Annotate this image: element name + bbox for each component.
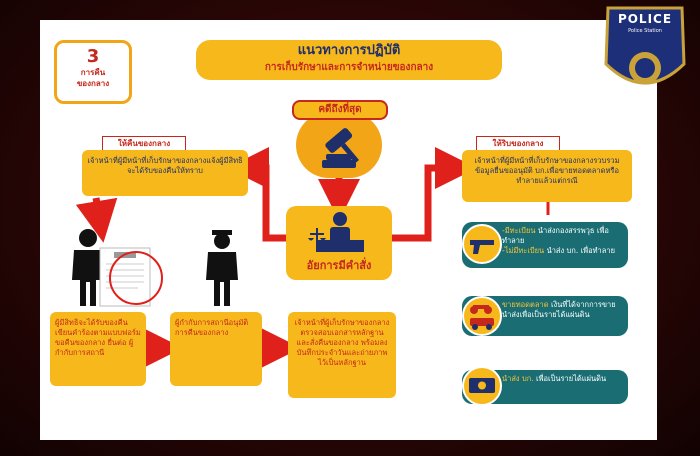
officer-icon (206, 230, 238, 306)
section-number: 3 (86, 46, 100, 67)
option-3-a-hl: นำส่ง บก. (502, 374, 534, 383)
page-title: แนวทางการปฏิบัติ การเก็บรักษาและการจำหน่… (196, 40, 502, 80)
vehicle-icon (470, 305, 494, 330)
option-3-a-text: เพื่อเป็นรายได้แผ่นดิน (533, 374, 607, 383)
prosecutor-icon (308, 212, 364, 252)
gun-icon-circle (462, 224, 502, 264)
police-logo-subtitle: Police Station (628, 28, 662, 34)
form-document-icon (99, 247, 163, 307)
option-1-b-text: นำส่ง บก. เพื่อทำลาย (544, 246, 615, 255)
step-3-box: เจ้าหน้าที่ผู้เก็บรักษาของกลาง ตรวจสอบเอ… (288, 312, 396, 398)
gavel-icon (322, 128, 360, 168)
title-line-2: การเก็บรักษาและการจำหน่ายของกลาง (264, 62, 434, 73)
option-1-b-hl: -ไม่มีทะเบียน (502, 246, 545, 255)
return-text: เจ้าหน้าที่ผู้มีหน้าที่เก็บรักษาของกลางแ… (87, 156, 243, 175)
arrow-left-to-step1 (75, 197, 118, 243)
money-icon (469, 378, 495, 393)
option-1-a-text: นำส่งกองสรรพวุธ เพื่อทำลาย (502, 226, 609, 245)
final-judgment-label: คดีถึงที่สุด (292, 100, 388, 120)
step-2-box: ผู้กำกับการสถานีอนุมัติการคืนของกลาง (170, 312, 262, 386)
option-1-a-hl: -มีทะเบียน (502, 226, 536, 235)
confiscate-text: เจ้าหน้าที่ผู้มีหน้าที่เก็บรักษาของกลางร… (474, 156, 620, 185)
gavel-circle (296, 112, 382, 178)
step-2-text: ผู้กำกับการสถานีอนุมัติการคืนของกลาง (175, 318, 249, 337)
option-2-a-hl: ขายทอดตลาด (502, 300, 549, 309)
title-line-1: แนวทางการปฏิบัติ (297, 43, 401, 58)
police-logo: POLICE Police Station (602, 4, 688, 102)
police-shield-icon (604, 6, 686, 85)
section-label-1: การคืน (80, 68, 106, 77)
step-1-text: ผู้มีสิทธิจะได้รับของคืน เขียนคำร้องตามแ… (55, 318, 141, 357)
prosecutor-label: อัยการมีคำสั่ง (306, 259, 372, 272)
arrow-center-to-left (227, 147, 286, 242)
person-icon (72, 229, 104, 306)
confiscate-panel: เจ้าหน้าที่ผู้มีหน้าที่เก็บรักษาของกลางร… (462, 150, 632, 202)
prosecutor-box: อัยการมีคำสั่ง (286, 206, 392, 280)
money-icon-circle (462, 366, 502, 406)
police-logo-label: POLICE (617, 12, 673, 26)
step-1-box: ผู้มีสิทธิจะได้รับของคืน เขียนคำร้องตามแ… (50, 312, 146, 386)
vehicle-icon-circle (462, 296, 502, 336)
gun-icon (470, 240, 494, 254)
return-panel: เจ้าหน้าที่ผู้มีหน้าที่เก็บรักษาของกลางแ… (82, 150, 248, 196)
step-3-text: เจ้าหน้าที่ผู้เก็บรักษาของกลาง ตรวจสอบเอ… (294, 318, 390, 367)
arrow-center-to-right (392, 147, 477, 242)
section-label-2: ของกลาง (76, 79, 110, 88)
section-badge: 3 การคืน ของกลาง (54, 40, 132, 104)
option-2-a-text: เงินที่ได้จากการขาย นำส่งเพื่อเป็นรายได้… (502, 300, 616, 319)
